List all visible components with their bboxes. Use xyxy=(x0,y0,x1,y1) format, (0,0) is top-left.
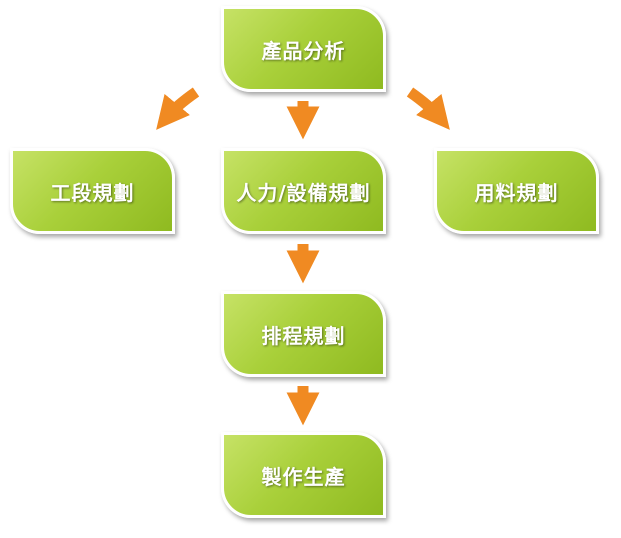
material-planning-label: 用料規劃 xyxy=(474,180,559,205)
manpower-equipment-planning-box: 人力/設備規劃 xyxy=(221,148,386,234)
material-planning-box: 用料規劃 xyxy=(434,148,599,234)
arrow-analysis-to-section xyxy=(156,87,200,130)
manpower-equipment-planning-label: 人力/設備規劃 xyxy=(236,180,371,205)
scheduling-planning-box: 排程規劃 xyxy=(221,291,386,377)
section-planning-box: 工段規劃 xyxy=(10,148,175,234)
section-planning-label: 工段規劃 xyxy=(50,180,135,205)
scheduling-planning-label: 排程規劃 xyxy=(261,323,346,348)
product-analysis-label: 產品分析 xyxy=(261,38,346,63)
manufacturing-production-box: 製作生產 xyxy=(221,432,386,518)
manufacturing-production-label: 製作生產 xyxy=(261,464,346,489)
product-analysis-box: 產品分析 xyxy=(221,6,386,92)
arrow-analysis-to-material xyxy=(406,87,450,130)
